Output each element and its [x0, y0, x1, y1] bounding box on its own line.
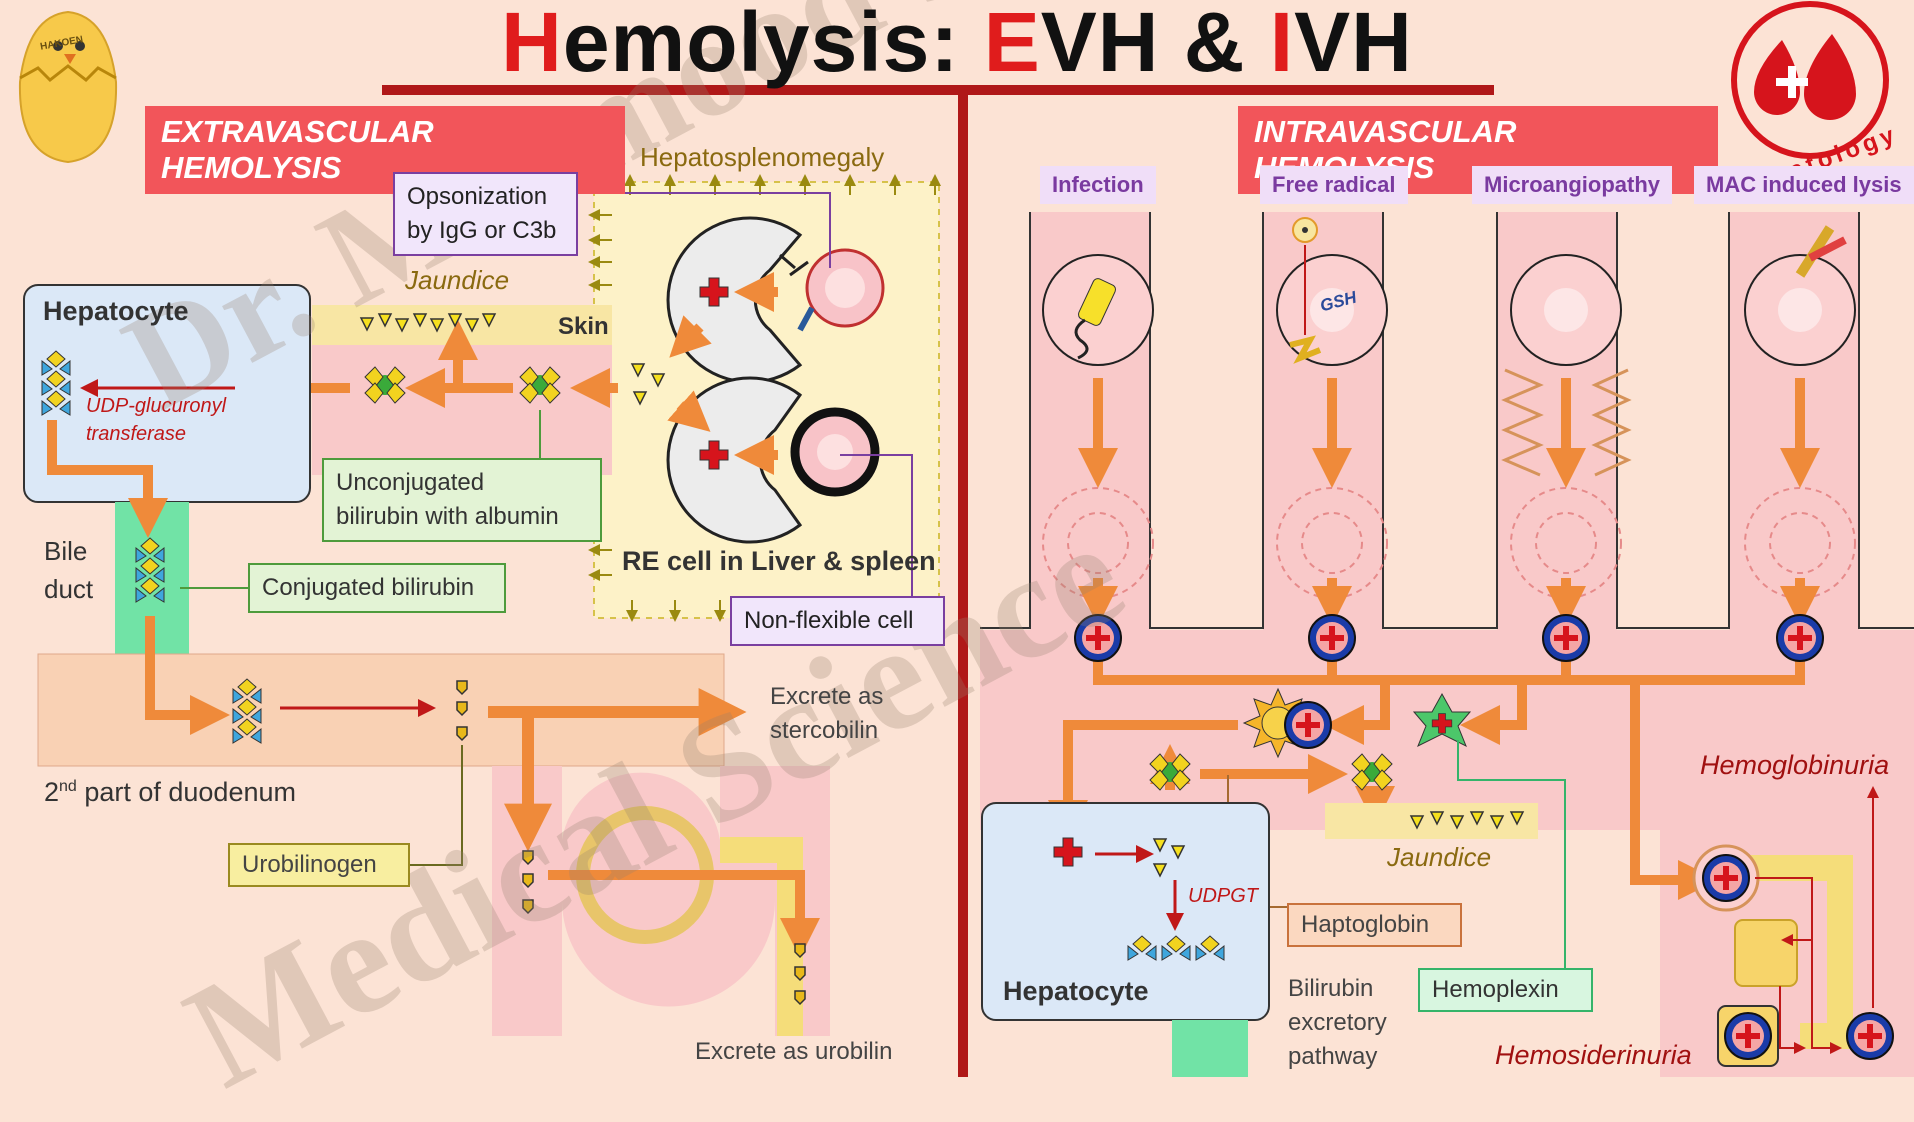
bilirubin-pathway-line-1: Bilirubin: [1288, 975, 1374, 1002]
title-e: E: [983, 0, 1041, 89]
duodenum-prefix: 2: [44, 777, 60, 807]
title-vh: VH: [1294, 0, 1413, 89]
page-title: Hemolysis: EVH & IVH: [0, 0, 1914, 91]
bile-duct-line-1: Bile: [44, 536, 88, 566]
haptoglobin-box: Haptoglobin: [1287, 903, 1462, 947]
cause-free-radical: Free radical: [1260, 166, 1408, 204]
hemosiderinuria-label: Hemosiderinuria: [1495, 1040, 1692, 1070]
stercobilin-line-1: Excrete as: [770, 683, 884, 710]
skin-label: Skin: [558, 313, 609, 340]
duodenum-suffix: part of duodenum: [76, 777, 296, 807]
cause-infection: Infection: [1040, 166, 1156, 204]
title-h: H: [501, 0, 563, 89]
excrete-stercobilin-label: Excrete as stercobilin: [770, 680, 883, 748]
unconjugated-line-1: Unconjugated: [336, 469, 485, 496]
duodenum-label: 2nd part of duodenum: [44, 777, 296, 808]
title-i: I: [1269, 0, 1295, 89]
non-flexible-box: Non-flexible cell: [730, 596, 945, 646]
urobilinogen-box: Urobilinogen: [228, 843, 410, 887]
udp-enzyme-line-2: transferase: [86, 423, 187, 445]
evh-hepatocyte-label: Hepatocyte: [43, 296, 189, 326]
title-emolysis: emolysis:: [562, 0, 984, 89]
hemoglobinuria-label: Hemoglobinuria: [1700, 750, 1890, 780]
diagram-canvas: [18, 1, 1914, 1077]
udp-enzyme-label: UDP-glucuronyl transferase: [86, 392, 226, 448]
ivh-hepatocyte-label: Hepatocyte: [1003, 976, 1149, 1006]
evh-banner: EXTRAVASCULAR HEMOLYSIS: [145, 106, 625, 194]
title-vh-and: VH &: [1040, 0, 1270, 89]
udp-enzyme-line-1: UDP-glucuronyl: [86, 395, 227, 417]
udpgt-label: UDPGT: [1188, 885, 1258, 907]
opsonization-line-2: by IgG or C3b: [407, 217, 557, 244]
excrete-urobilin-label: Excrete as urobilin: [695, 1038, 893, 1065]
bilirubin-pathway-line-3: pathway: [1288, 1043, 1378, 1070]
evh-jaundice-label: Jaundice: [405, 265, 510, 295]
hemoplexin-box: Hemoplexin: [1418, 968, 1593, 1012]
re-cell-label: RE cell in Liver & spleen: [622, 546, 936, 576]
opsonization-box: Opsonization by IgG or C3b: [393, 172, 578, 256]
stercobilin-line-2: stercobilin: [770, 717, 879, 744]
bilirubin-pathway-line-2: excretory: [1288, 1009, 1387, 1036]
cause-mac-lysis: MAC induced lysis: [1694, 166, 1914, 204]
duodenum-sup: nd: [59, 778, 77, 795]
hepatosplenomegaly-label: Hepatosplenomegaly: [640, 142, 885, 172]
bile-duct-line-2: duct: [44, 574, 94, 604]
ivh-jaundice-label: Jaundice: [1387, 842, 1492, 872]
opsonization-line-1: Opsonization: [407, 183, 548, 210]
cause-microangiopathy: Microangiopathy: [1472, 166, 1673, 204]
bilirubin-pathway-label: Bilirubin excretory pathway: [1288, 972, 1387, 1074]
bile-duct-label: Bile duct: [44, 532, 93, 608]
unconjugated-line-2: bilirubin with albumin: [336, 503, 559, 530]
conjugated-bilirubin-box: Conjugated bilirubin: [248, 563, 506, 613]
unconjugated-box: Unconjugated bilirubin with albumin: [322, 458, 602, 542]
